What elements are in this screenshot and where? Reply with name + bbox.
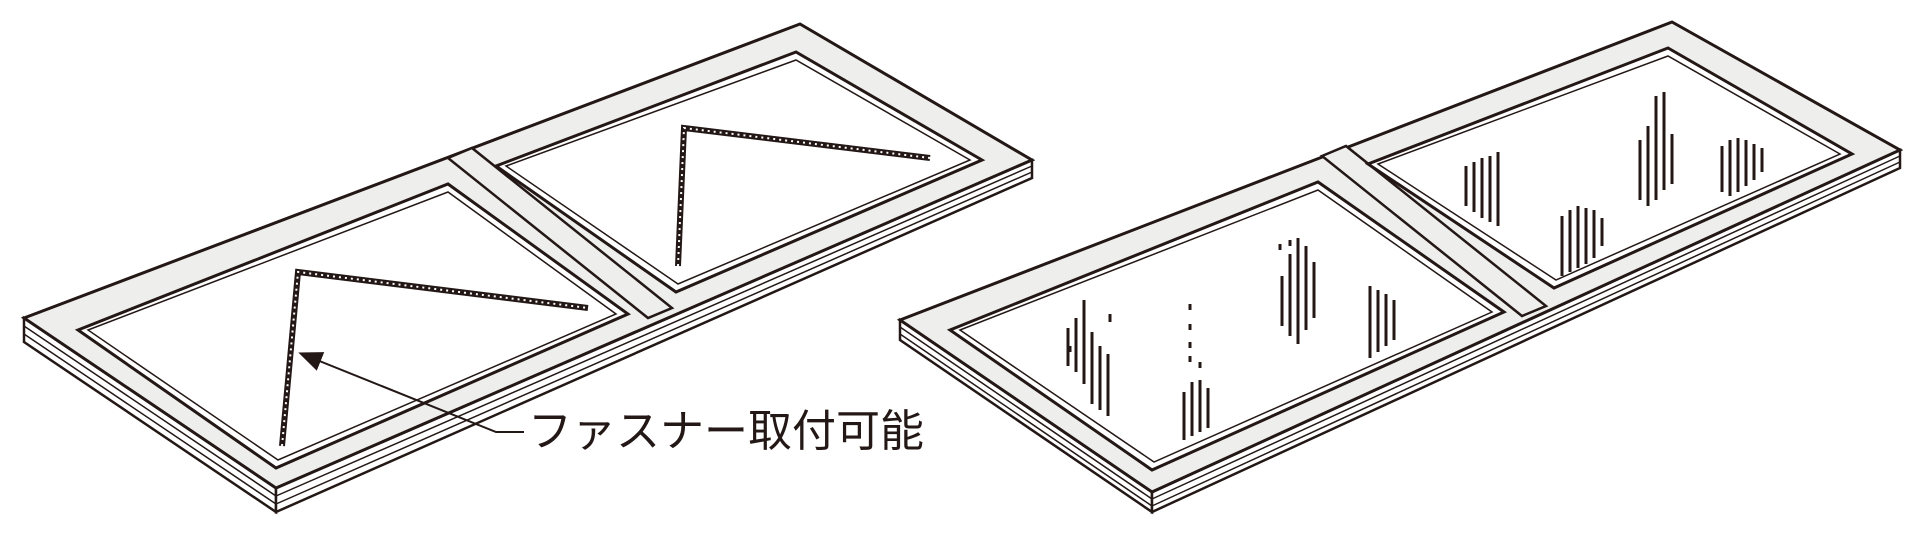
strip-group-f (1560, 206, 1604, 276)
callout-label: ファスナー取付可能 (528, 406, 924, 457)
right-frame-assembly (896, 20, 1904, 515)
right-frame-divider (1319, 144, 1549, 318)
left-pane-front (74, 182, 632, 470)
strip-group-c (1278, 238, 1316, 344)
right-pane-back (1364, 46, 1856, 290)
strip-group-e (1464, 152, 1500, 226)
right-pane-front (946, 180, 1508, 472)
strip-group-h (1720, 138, 1764, 196)
callout-arrow (298, 352, 524, 433)
left-frame-assembly: ファスナー取付可能 (20, 22, 1036, 515)
strip-group-b (1182, 304, 1210, 440)
strip-group-a (1066, 300, 1112, 416)
left-pane-back (492, 50, 986, 294)
strip-group-g (1638, 92, 1674, 206)
strip-group-d (1368, 286, 1396, 358)
fastener-tape-front (279, 268, 589, 447)
left-frame-divider (445, 146, 675, 320)
fastener-tape-back (675, 124, 931, 267)
